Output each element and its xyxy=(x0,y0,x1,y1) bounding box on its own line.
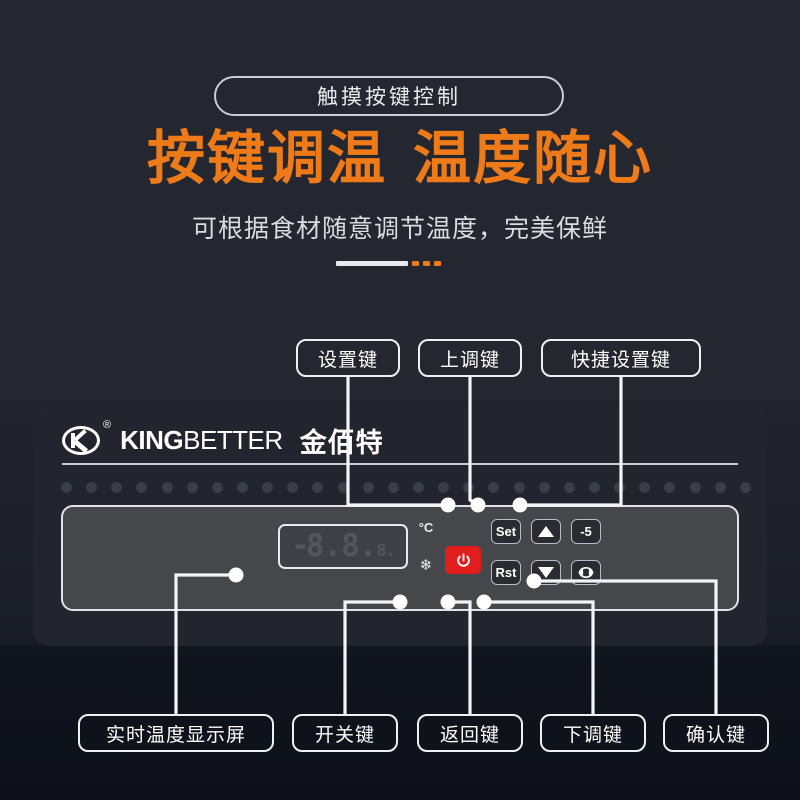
vent-dot xyxy=(639,481,651,493)
vent-dot xyxy=(262,481,274,493)
divider-dash xyxy=(434,261,441,266)
display-minus: - xyxy=(291,528,310,564)
callout-bottom-back: 返回键 xyxy=(417,714,523,752)
vent-dot xyxy=(61,481,72,493)
callout-label: 实时温度显示屏 xyxy=(105,724,246,746)
power-icon xyxy=(456,552,470,567)
vent-dot xyxy=(412,481,424,493)
snowflake-icon: ❄ xyxy=(419,557,433,574)
refresh-circle-icon xyxy=(578,567,594,578)
vent-dot xyxy=(86,481,98,493)
vent-dot xyxy=(714,481,726,493)
reset-key-label: Rst xyxy=(495,565,517,580)
vent-dot xyxy=(588,481,600,493)
callout-label: 返回键 xyxy=(439,724,500,746)
callout-top-up: 上调键 xyxy=(418,339,522,377)
triangle-up-icon xyxy=(538,526,554,537)
divider-dash xyxy=(423,261,430,266)
vent-dot xyxy=(563,481,575,493)
callout-bottom-display: 实时温度显示屏 xyxy=(78,714,274,752)
vent-dot xyxy=(488,481,500,493)
callout-label: 开关键 xyxy=(314,724,375,746)
vent-dot xyxy=(312,481,324,493)
kingbetter-k-logo-icon xyxy=(62,426,100,455)
brand-logo: ® KINGBETTER 金佰特 xyxy=(62,419,384,460)
callout-label: 确认键 xyxy=(685,724,746,746)
vent-dot xyxy=(463,481,475,493)
vent-dot xyxy=(287,481,299,493)
vent-dot xyxy=(236,481,248,493)
vent-dot-row xyxy=(61,480,751,494)
vent-dot xyxy=(362,481,374,493)
power-button[interactable] xyxy=(445,546,481,574)
callout-label: 设置键 xyxy=(317,349,378,371)
callout-bottom-power: 开关键 xyxy=(292,714,398,752)
callout-label: 快捷设置键 xyxy=(570,349,671,371)
callout-top-shortcut: 快捷设置键 xyxy=(541,339,701,377)
vent-dot xyxy=(739,481,751,493)
down-key[interactable] xyxy=(531,560,561,585)
divider-dash xyxy=(412,261,419,266)
page-title: 按键调温温度随心 xyxy=(0,126,800,191)
callout-top-set: 设置键 xyxy=(296,339,400,377)
vent-dot xyxy=(161,481,173,493)
unit-indicators: °C ❄ xyxy=(415,521,437,573)
vent-dot xyxy=(538,481,550,493)
brand-underline xyxy=(62,463,738,465)
callout-bottom-down: 下调键 xyxy=(540,714,646,752)
headline-right: 温度随心 xyxy=(413,126,654,191)
vent-dot xyxy=(111,481,123,493)
temperature-display: -8.8.8. xyxy=(278,524,408,569)
divider-bar xyxy=(336,261,408,266)
callout-label: 下调键 xyxy=(562,724,623,746)
set-key[interactable]: Set xyxy=(491,519,521,544)
control-panel: -8.8.8. °C ❄ Set xyxy=(61,505,739,611)
callout-bottom-confirm: 确认键 xyxy=(663,714,769,752)
vent-dot xyxy=(513,481,525,493)
seven-segment-digits: -8.8.8. xyxy=(291,528,396,564)
feature-badge: 触摸按键控制 xyxy=(214,76,564,116)
headline-left: 按键调温 xyxy=(146,126,387,191)
vent-dot xyxy=(387,481,399,493)
display-small: 8. xyxy=(376,541,396,561)
page-subtitle: 可根据食材随意调节温度，完美保鲜 xyxy=(191,215,608,243)
divider xyxy=(336,261,441,266)
vent-dot xyxy=(689,481,701,493)
display-main: 8.8. xyxy=(305,528,378,564)
up-key[interactable] xyxy=(531,519,561,544)
vent-dot xyxy=(614,481,626,493)
vent-dot xyxy=(136,481,148,493)
vent-dot xyxy=(337,481,349,493)
brand-name-cn: 金佰特 xyxy=(299,428,384,458)
celsius-label: °C xyxy=(418,520,434,535)
set-key-label: Set xyxy=(495,524,517,539)
triangle-down-icon xyxy=(538,567,554,578)
key-cluster: Set -5 Rst xyxy=(491,516,609,604)
appliance-panel: ® KINGBETTER 金佰特 -8.8.8. °C ❄ xyxy=(33,408,767,646)
vent-dot xyxy=(211,481,223,493)
vent-dot xyxy=(438,481,450,493)
callout-label: 上调键 xyxy=(439,349,500,371)
brand-name-latin: KINGBETTER xyxy=(120,425,283,455)
vent-dot xyxy=(186,481,198,493)
vent-dot xyxy=(664,481,676,493)
registered-trademark-icon: ® xyxy=(103,419,112,431)
confirm-key[interactable] xyxy=(571,560,601,585)
reset-key[interactable]: Rst xyxy=(491,560,521,585)
feature-badge-label: 触摸按键控制 xyxy=(317,86,461,109)
minus5-key-label: -5 xyxy=(580,524,592,539)
minus5-key[interactable]: -5 xyxy=(571,519,601,544)
